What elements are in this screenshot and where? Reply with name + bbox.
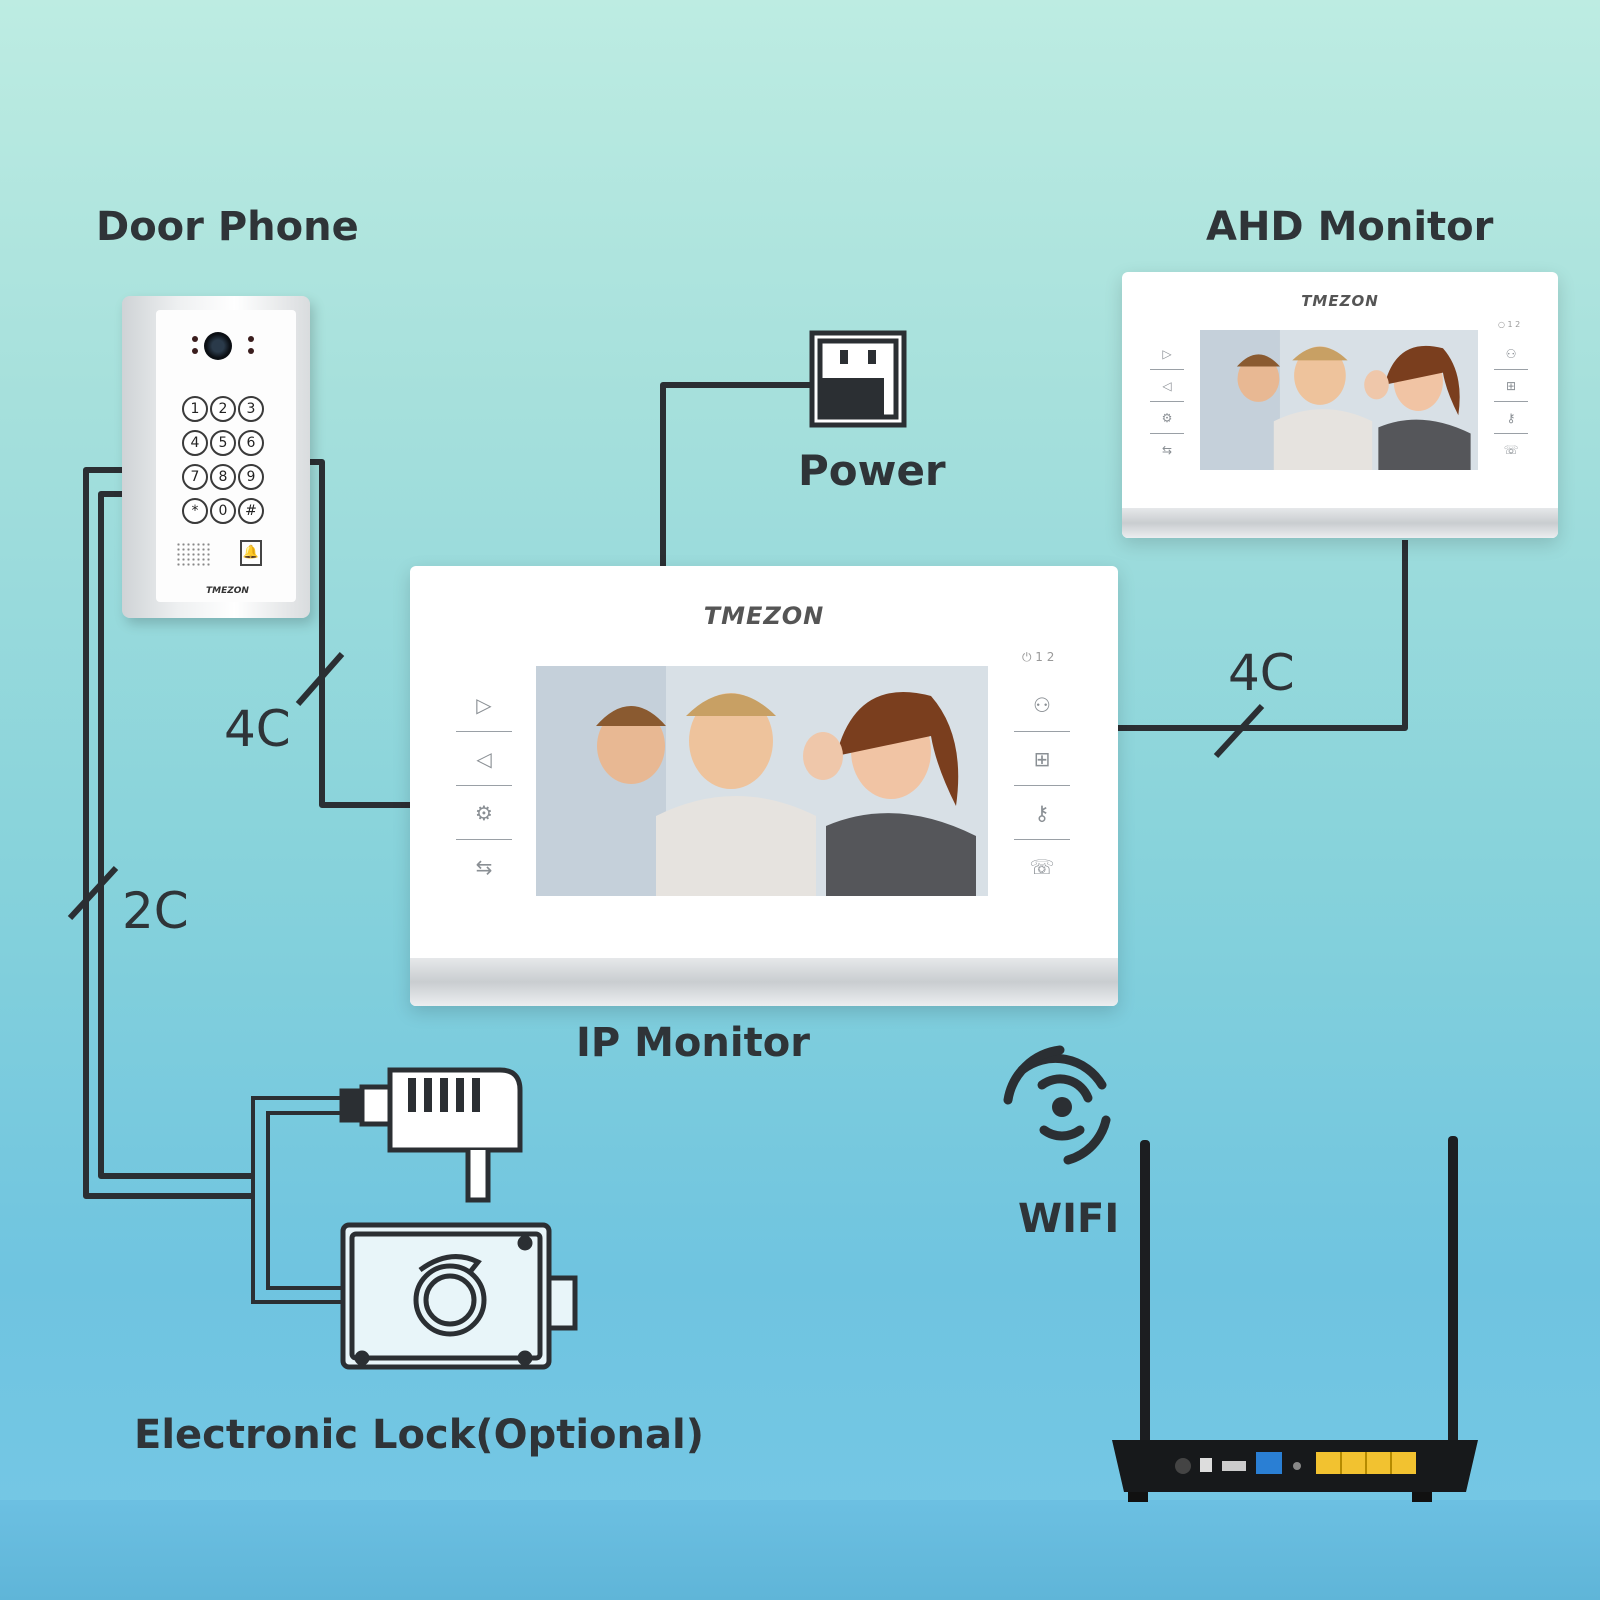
ir-led (192, 336, 198, 342)
ip-monitor-label: IP Monitor (576, 1020, 810, 1066)
door-phone-brand: TMEZON (206, 586, 249, 596)
monitor-button[interactable]: ⊞ (1014, 732, 1070, 786)
power-adapter-icon (339, 1067, 523, 1203)
ahd-monitor-left-buttons: ▷ ◁ ⚙ ⇆ (1150, 338, 1184, 466)
ip-monitor-brand: TMEZON (703, 602, 825, 630)
wire-label-door-lock: 2C (122, 882, 189, 940)
keypad-key[interactable]: 4 (182, 430, 208, 456)
wire-label-ip-ahd: 4C (1228, 644, 1295, 702)
ahd-monitor-device: TMEZON ○ 1 2 ▷ ◁ ⚙ ⇆ ⚇ ⊞ ⚷ ☏ (1122, 272, 1558, 538)
wire-door-to-ip (300, 459, 410, 808)
user-icon[interactable]: ⚇ (1494, 338, 1528, 370)
keypad-key[interactable]: 5 (210, 430, 236, 456)
keypad-key[interactable]: 2 (210, 396, 236, 422)
ahd-monitor-silver-bar (1122, 508, 1558, 538)
wire-power (660, 382, 812, 566)
key-icon[interactable]: ⚷ (1494, 402, 1528, 434)
router-icon (1112, 1136, 1478, 1502)
wire-ip-to-ahd (1118, 540, 1408, 731)
ahd-monitor-leds: ○ 1 2 (1498, 320, 1521, 329)
keypad-key[interactable]: 8 (210, 464, 236, 490)
electronic-lock-label: Electronic Lock(Optional) (134, 1412, 704, 1458)
wire-door-inner (98, 491, 253, 1179)
wifi-label: WIFI (1018, 1196, 1120, 1242)
ahd-monitor-screen (1200, 330, 1478, 470)
power-label: Power (798, 446, 946, 495)
camera-lens-icon (204, 332, 232, 360)
wire-label-door-ip: 4C (224, 700, 291, 758)
key-icon[interactable]: ⚷ (1014, 786, 1070, 840)
ip-monitor-device: TMEZON ⏻ 1 2 ▷ ◁ ⚙ ⇆ ⚇ ⊞ ⚷ ☏ (410, 566, 1118, 1006)
power-socket-icon (809, 330, 907, 428)
settings-icon[interactable]: ⚙ (1150, 402, 1184, 434)
settings-icon[interactable]: ⚙ (456, 786, 512, 840)
family-photo (536, 666, 988, 896)
ir-led (248, 348, 254, 354)
keypad-key[interactable]: 9 (238, 464, 264, 490)
adapter-wire-inner (266, 1111, 345, 1290)
ip-monitor-silver-bar (410, 958, 1118, 1006)
keypad-key[interactable]: 6 (238, 430, 264, 456)
speaker-grille (176, 542, 212, 568)
monitor-button[interactable]: ⇆ (1161, 443, 1173, 457)
ahd-monitor-label: AHD Monitor (1206, 204, 1494, 250)
wifi-icon (1003, 1045, 1111, 1165)
keypad-key[interactable]: 1 (182, 396, 208, 422)
monitor-button[interactable]: ⇆ (475, 855, 493, 879)
user-icon[interactable]: ⚇ (1014, 678, 1070, 732)
phone-icon[interactable]: ☏ (1029, 855, 1055, 879)
monitor-button[interactable]: ▷ (1150, 338, 1184, 370)
ir-led (192, 348, 198, 354)
slash-2c (67, 865, 119, 921)
monitor-button[interactable]: ◁ (1150, 370, 1184, 402)
door-phone-faceplate: 1 2 3 4 5 6 7 8 9 * 0 # 🔔 TMEZON (156, 310, 296, 602)
monitor-button[interactable]: ◁ (456, 732, 512, 786)
ir-led (248, 336, 254, 342)
bell-button[interactable]: 🔔 (240, 540, 262, 566)
ip-monitor-screen (536, 666, 988, 896)
keypad-key[interactable]: # (238, 498, 264, 524)
electronic-lock-icon (340, 1222, 578, 1370)
ahd-monitor-brand: TMEZON (1301, 292, 1379, 310)
keypad-key[interactable]: 3 (238, 396, 264, 422)
ip-monitor-right-buttons: ⚇ ⊞ ⚷ ☏ (1014, 678, 1070, 894)
door-phone-label: Door Phone (96, 204, 359, 250)
family-photo (1200, 330, 1478, 470)
adapter-wire-outer (251, 1096, 345, 1304)
monitor-button[interactable]: ⊞ (1494, 370, 1528, 402)
keypad-key[interactable]: * (182, 498, 208, 524)
slash-4c-left (295, 652, 345, 706)
keypad-key[interactable]: 7 (182, 464, 208, 490)
phone-icon[interactable]: ☏ (1503, 443, 1519, 457)
ip-monitor-leds: ⏻ 1 2 (1022, 650, 1055, 664)
keypad-key[interactable]: 0 (210, 498, 236, 524)
slash-4c-right (1213, 703, 1265, 759)
door-phone-device: 1 2 3 4 5 6 7 8 9 * 0 # 🔔 TMEZON (122, 296, 310, 618)
ahd-monitor-right-buttons: ⚇ ⊞ ⚷ ☏ (1494, 338, 1528, 466)
ip-monitor-left-buttons: ▷ ◁ ⚙ ⇆ (456, 678, 512, 894)
wire-door-outer (83, 467, 253, 1199)
floor-surface (0, 1500, 1600, 1600)
monitor-button[interactable]: ▷ (456, 678, 512, 732)
